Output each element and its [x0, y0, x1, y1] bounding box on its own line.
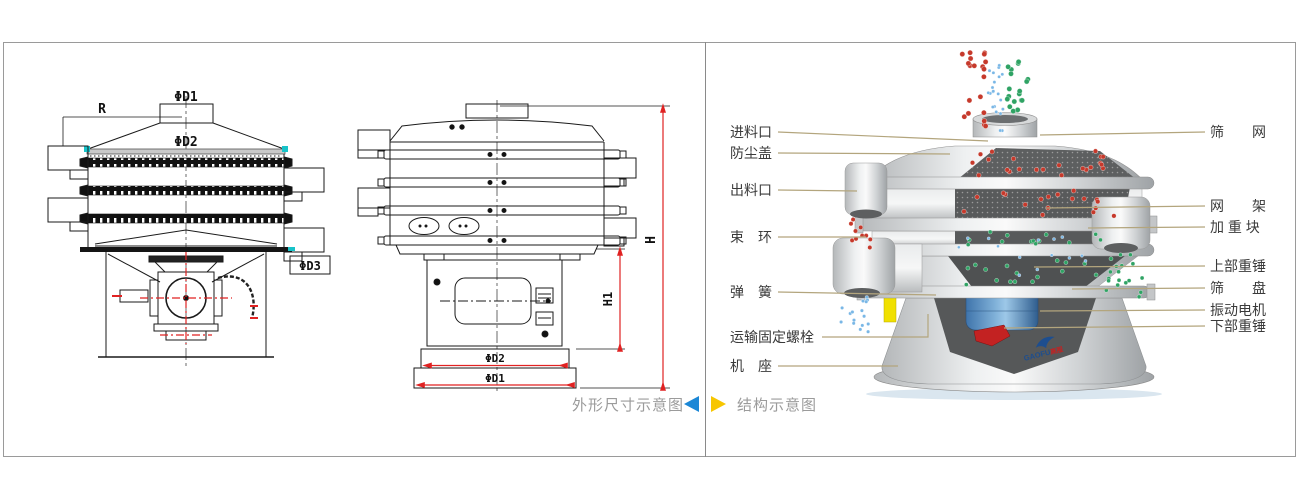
machine-base-label: 机 座: [730, 358, 772, 374]
sieve-machine-render: GAOFU高服: [832, 49, 1162, 400]
bird-logo-icon: [1035, 336, 1055, 349]
feed-inlet: [972, 112, 1038, 138]
right-arrow-icon: [711, 396, 726, 412]
mesh-frame-label: 网 架: [1210, 198, 1266, 214]
weight-block-label: 加 重 块: [1210, 219, 1260, 235]
dimension-lines: [415, 103, 666, 391]
screen-mesh-label: 筛 网: [1210, 124, 1266, 140]
clamp-ring-label: 束 环: [730, 229, 772, 245]
motor-front-view: [112, 252, 258, 344]
transport-bolt-label: 运输固定螺栓: [730, 329, 814, 345]
dim-phi-d1: ΦD1: [174, 90, 198, 105]
oval-badge: [408, 217, 440, 235]
sieve-pan-label: 筛 盘: [1210, 280, 1266, 296]
vibration-motor-label: 振动电机: [1210, 302, 1266, 318]
dimension-caption: 外形尺寸示意图: [572, 397, 685, 414]
discharge-outlets: [832, 162, 1151, 298]
left-arrow-icon: [684, 396, 699, 412]
dim-base-phi-d1: ΦD1: [485, 372, 505, 385]
oval-badge: [448, 217, 480, 235]
dim-phi-d2: ΦD2: [174, 135, 197, 150]
dim-height-h1: H1: [601, 292, 615, 306]
leader-lines: [777, 131, 1206, 367]
front-view-drawing: [47, 96, 331, 366]
upper-weight-label: 上部重锤: [1210, 258, 1266, 274]
structure-caption: 结构示意图: [737, 397, 818, 414]
dim-radius-r: R: [98, 102, 106, 117]
feed-inlet-label: 进料口: [730, 124, 772, 140]
dim-phi-d3: ΦD3: [299, 259, 321, 273]
dim-base-phi-d2: ΦD2: [485, 352, 505, 365]
panel-border: [3, 42, 1296, 457]
discharge-outlet-label: 出料口: [730, 182, 772, 198]
side-view-drawing: [357, 100, 670, 392]
structure-diagram: GAOFU高服: [777, 49, 1206, 400]
dim-height-h: H: [644, 236, 659, 244]
lower-weight-label: 下部重锤: [1210, 318, 1266, 334]
dust-cover-label: 防尘盖: [730, 145, 772, 161]
lower-weight: [973, 324, 1011, 347]
spring-label: 弹 簧: [730, 284, 772, 300]
screen-mesh: [958, 148, 1136, 179]
dimension-drawing: ΦD1 R ΦD2 ΦD3: [47, 90, 670, 392]
panel-divider: [705, 42, 706, 457]
